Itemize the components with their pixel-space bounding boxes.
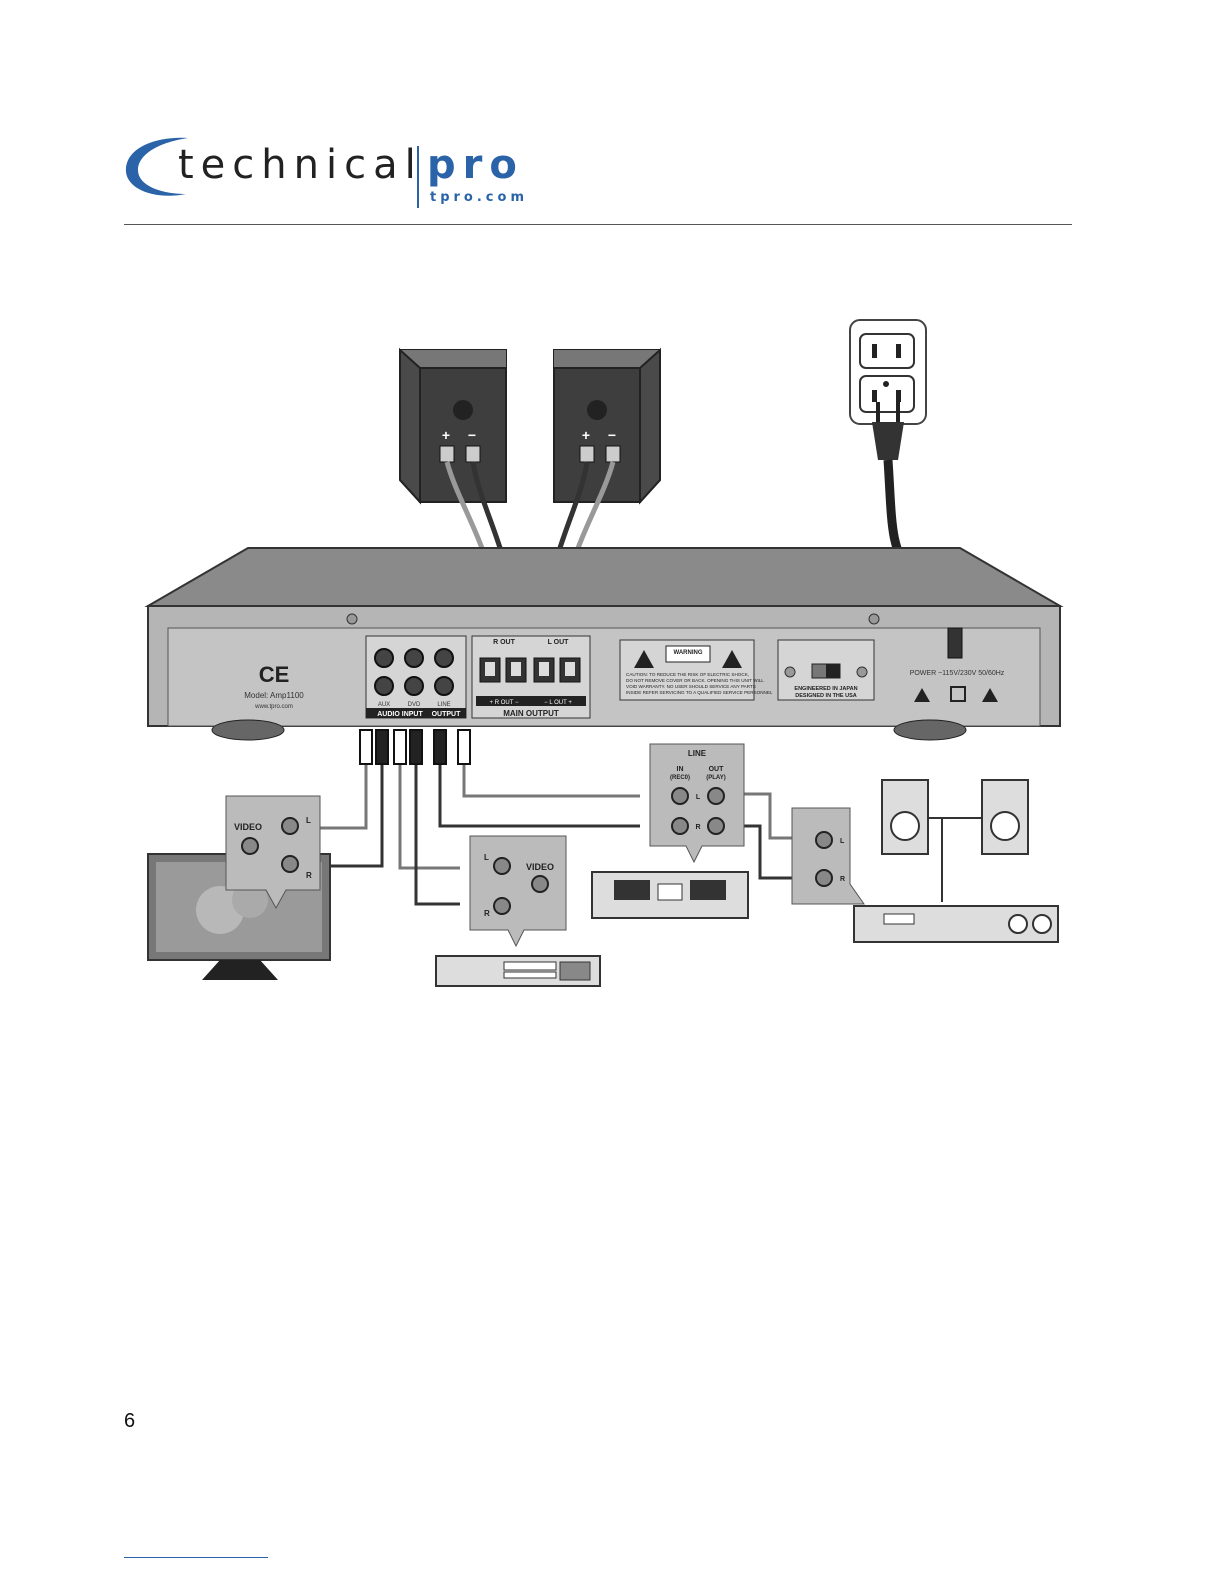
tv-video-label: VIDEO — [234, 822, 262, 832]
r-out-label: R OUT — [493, 639, 516, 646]
dvd-player — [435, 955, 601, 987]
r-out-polarity: + R OUT − — [490, 700, 519, 706]
audio-input-label: AUDIO INPUT — [377, 711, 423, 718]
logo-brand: pro — [427, 142, 524, 188]
logo-wordmark: technical — [178, 142, 423, 188]
logo-swoosh-icon — [125, 137, 188, 196]
dvd-right-label: R — [484, 909, 490, 918]
rca-plugs — [359, 729, 471, 765]
input-label-dvd: DVD — [408, 702, 421, 708]
dvd-left-label: L — [484, 853, 489, 862]
main-output-label: MAIN OUTPUT — [503, 709, 559, 718]
tape-deck — [591, 871, 749, 919]
line-out-sub: (PLAY) — [706, 775, 725, 781]
output-label: OUTPUT — [432, 711, 462, 718]
wall-outlet — [849, 319, 927, 425]
speaker-right-minus: − — [468, 427, 476, 443]
input-label-aux: AUX — [378, 702, 390, 708]
stereo-callout: L R — [791, 807, 865, 905]
amplifier-model: Model: Amp1100 — [244, 691, 304, 700]
power-label: POWER ~115V/230V 50/60Hz — [910, 670, 1005, 677]
stereo-left-label: L — [840, 838, 845, 845]
caution-line-3: VOID WARRANTY. NO USER SHOULD SERVICE AN… — [626, 684, 756, 689]
line-title: LINE — [688, 749, 707, 758]
dvd-callout: L R VIDEO — [469, 835, 567, 948]
footer-divider — [124, 1557, 268, 1558]
amplifier-rear-panel: CE Model: Amp1100 www.tpro.com AUX DVD L… — [144, 547, 1064, 741]
line-in-label: IN — [677, 766, 684, 773]
line-right-label: R — [695, 824, 700, 831]
header-divider — [124, 224, 1072, 225]
line-left-label: L — [696, 794, 701, 801]
line-out-label: OUT — [709, 766, 725, 773]
caution-line-4: INSIDE REFER SERVICING TO A QUALIFIED SE… — [626, 690, 773, 695]
l-out-polarity: − L OUT + — [544, 700, 572, 706]
stereo-right-label: R — [840, 876, 845, 883]
ce-mark: CE — [259, 662, 290, 687]
speaker-left: + − — [553, 347, 661, 505]
caution-line-2: DO NOT REMOVE COVER OR BACK. OPENING THI… — [626, 678, 764, 683]
tv-callout: VIDEO L R — [225, 795, 321, 910]
speaker-right: + − — [399, 347, 507, 505]
connection-diagram: + − + − CE Model: Amp1100 www.tpro.com — [144, 319, 1064, 987]
tv-right-label: R — [306, 871, 312, 880]
logo-url: tpro.com — [430, 190, 528, 205]
page-number: 6 — [124, 1410, 136, 1432]
logo-divider — [417, 146, 419, 208]
l-out-label: L OUT — [548, 639, 570, 646]
speaker-left-minus: − — [608, 427, 616, 443]
tv-left-label: L — [306, 816, 311, 825]
line-in-sub: (REC0) — [670, 775, 690, 781]
engineered-in-japan: ENGINEERED IN JAPAN — [794, 686, 857, 692]
designed-in-usa: DESIGNED IN THE USA — [795, 693, 856, 699]
warning-title: WARNING — [674, 650, 703, 656]
stereo-system — [853, 779, 1059, 943]
speaker-left-plus: + — [582, 427, 590, 443]
input-label-line: LINE — [437, 702, 450, 708]
amplifier-website: www.tpro.com — [254, 704, 293, 710]
caution-line-1: CAUTION: TO REDUCE THE RISK OF ELECTRIC … — [626, 672, 749, 677]
dvd-video-label: VIDEO — [526, 862, 554, 872]
technical-pro-logo: technical pro tpro.com — [122, 132, 542, 212]
line-callout: LINE IN (REC0) OUT (PLAY) L R — [649, 743, 745, 864]
speaker-right-plus: + — [442, 427, 450, 443]
